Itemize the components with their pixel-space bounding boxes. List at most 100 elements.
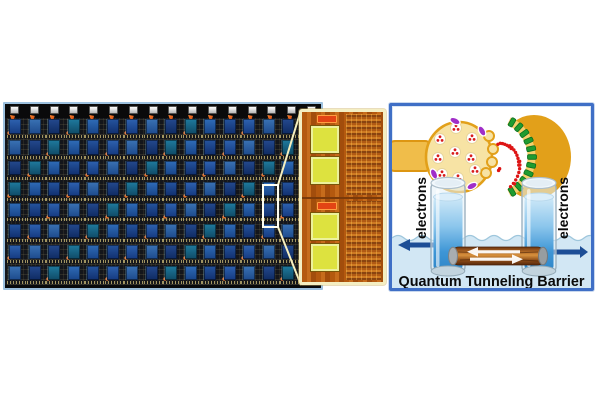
board-cell xyxy=(7,139,27,160)
board-cell xyxy=(26,159,46,181)
board-cell xyxy=(26,243,47,264)
board-cell xyxy=(241,202,261,223)
board-cell xyxy=(202,118,222,139)
board-cell xyxy=(202,243,222,264)
board-cell xyxy=(221,264,241,285)
receptor xyxy=(523,169,534,178)
board-cell xyxy=(163,118,183,139)
board-cell xyxy=(260,181,281,202)
beaker-base xyxy=(521,265,557,277)
bond-pad xyxy=(311,157,339,184)
board-cell xyxy=(143,222,163,244)
board-cell xyxy=(85,222,105,244)
neurotransmitter-dot xyxy=(518,163,522,167)
board-cell xyxy=(26,264,47,285)
board-cell xyxy=(182,118,202,139)
connector-chip xyxy=(267,106,277,114)
neurotransmitter-dot xyxy=(516,156,520,161)
vesicle-dot xyxy=(469,154,473,158)
board-cell xyxy=(260,264,281,285)
neurotransmitter-dot xyxy=(508,184,513,189)
bond-pad xyxy=(311,126,339,153)
vesicle-dot xyxy=(440,139,444,142)
synaptic-vesicle xyxy=(465,152,477,164)
board-cell xyxy=(202,264,222,285)
board-cell xyxy=(260,243,281,264)
board-cell xyxy=(65,160,86,181)
board-cell xyxy=(46,222,66,243)
neurotransmitter-dot xyxy=(517,159,522,164)
board-cell xyxy=(46,181,66,202)
board-cell xyxy=(65,139,86,160)
beaker-rim-inner xyxy=(434,179,462,187)
board-cell xyxy=(241,180,261,202)
vesicle-dot xyxy=(438,135,442,139)
synaptic-vesicle xyxy=(432,152,444,164)
board-cell xyxy=(46,264,66,285)
board-cell xyxy=(143,159,163,181)
board-cell xyxy=(104,243,125,264)
board-cell xyxy=(260,202,281,223)
board-cell xyxy=(221,138,241,160)
neurotransmitter-dot xyxy=(498,141,502,145)
electron-arrow-left xyxy=(398,239,450,251)
board-cell xyxy=(85,139,105,160)
ion-channel xyxy=(466,181,478,191)
board-cell xyxy=(241,243,261,265)
connector-chip xyxy=(247,106,257,114)
board-cell xyxy=(143,202,164,223)
board-bottom-edge xyxy=(5,285,321,288)
receptor xyxy=(527,154,537,160)
beaker-base xyxy=(430,265,466,277)
board-cell xyxy=(104,138,124,160)
board-cell xyxy=(124,243,144,265)
water-surface xyxy=(433,192,463,202)
board-cell xyxy=(124,222,144,243)
vesicle-dot xyxy=(456,128,460,131)
vesicle-dot xyxy=(455,152,459,155)
bond-pad xyxy=(311,244,339,271)
neurotransmitter-dot xyxy=(512,148,516,152)
chip-die-inset xyxy=(299,109,386,285)
board-cell xyxy=(85,243,105,264)
board-grid xyxy=(7,118,319,285)
membrane-scallop xyxy=(486,156,498,168)
board-cell xyxy=(26,222,46,244)
board-cell xyxy=(182,202,203,223)
board-cell xyxy=(124,202,144,223)
connector-chip xyxy=(69,106,79,114)
board-cell xyxy=(241,264,261,285)
board-cell xyxy=(7,243,27,265)
board-cell xyxy=(7,160,27,181)
board-cell xyxy=(46,160,66,181)
board-cell xyxy=(241,222,261,243)
board-cell xyxy=(163,243,183,264)
vesicle-dot xyxy=(453,148,457,152)
neurotransmitter-dot xyxy=(515,153,519,157)
neurotransmitter-dot xyxy=(508,144,512,148)
board-cell xyxy=(202,139,222,160)
board-cell xyxy=(85,264,105,285)
circuit-column xyxy=(346,114,381,195)
board-cell xyxy=(46,243,66,264)
board-cell xyxy=(7,180,27,202)
membrane-scallops xyxy=(480,130,499,179)
neurotransmitter-dot xyxy=(497,167,502,171)
red-marker xyxy=(317,115,337,123)
vesicle-dot xyxy=(472,138,476,141)
board-cell xyxy=(163,181,183,202)
board-cell xyxy=(221,222,242,243)
receptor xyxy=(514,122,524,132)
synaptic-vesicle xyxy=(469,164,481,176)
board-cell xyxy=(182,222,203,243)
neurotransmitter-dot xyxy=(512,182,517,186)
electrons-label-left: electrons xyxy=(414,177,429,239)
water-wave-line xyxy=(392,234,591,242)
board-cell xyxy=(85,118,105,139)
exchange-arrow-left xyxy=(467,247,520,257)
board-cell xyxy=(143,243,164,264)
board-cell xyxy=(85,202,105,223)
beaker-rim-inner xyxy=(525,179,553,187)
circuit-column xyxy=(346,201,381,280)
board-cell xyxy=(202,159,222,181)
